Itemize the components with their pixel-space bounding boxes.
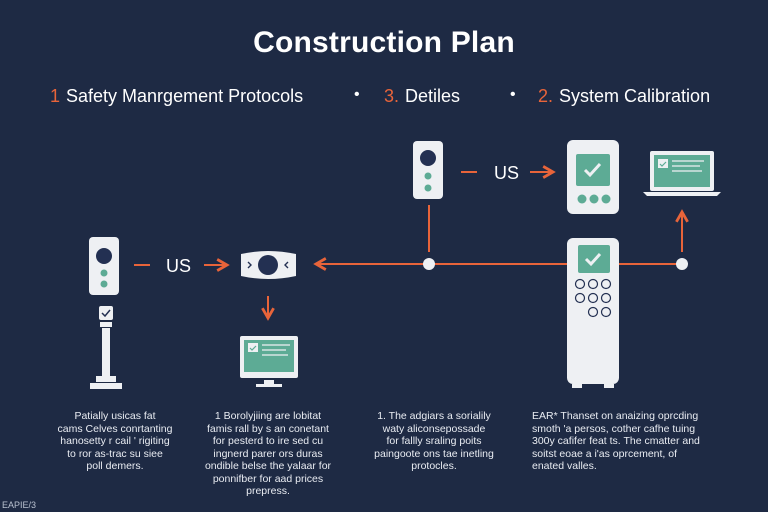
step-separator: • <box>354 86 360 103</box>
step-2-number: 3. <box>384 86 400 106</box>
surveillance-camera-icon <box>241 251 296 279</box>
traffic-light-icon <box>89 237 119 295</box>
caption-4: EAR* Thanset on anaizing oprcding smoth … <box>532 410 700 472</box>
step-3-label: System Calibration <box>559 86 711 106</box>
step-2: 3.Detiles <box>384 86 460 107</box>
page-title: Construction Plan <box>253 26 515 59</box>
step-3: 2.System Calibration <box>538 86 710 107</box>
step-1-number: 1 <box>50 86 61 106</box>
flow-label-top: US <box>494 163 520 183</box>
caption-2: 1 Borolyjiing are lobitat famis rall by … <box>204 410 332 497</box>
junction-node <box>423 258 435 270</box>
step-separator: • <box>510 86 516 103</box>
tower-pole-icon <box>90 306 122 389</box>
caption-1: Patially usicas fat cams Celves conrtant… <box>57 410 173 472</box>
corner-tag: EAPIE/3 <box>2 500 37 510</box>
flow-label-left: US <box>166 256 192 276</box>
monitor-icon <box>240 336 298 387</box>
step-3-number: 2. <box>538 86 554 106</box>
step-2-label: Detiles <box>405 86 461 106</box>
laptop-icon <box>643 151 721 196</box>
caption-3: 1. The adgiars a sorialily waty aliconse… <box>374 410 494 472</box>
tablet-check-icon <box>567 140 619 214</box>
junction-node <box>676 258 688 270</box>
traffic-light-icon <box>413 141 443 199</box>
step-1-label: Safety Manrgement Protocols <box>66 86 304 106</box>
control-panel-icon <box>567 238 619 388</box>
